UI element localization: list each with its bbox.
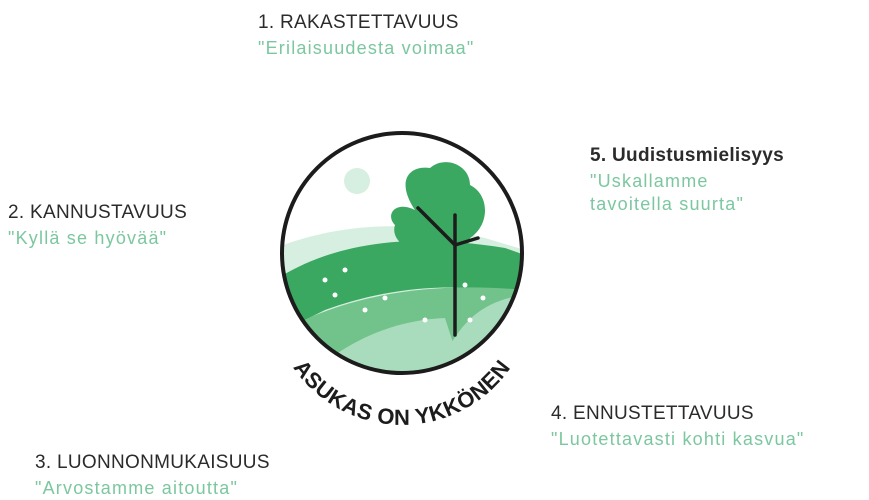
value-item-5: 5. Uudistusmielisyys "Uskallamme tavoite… [590, 145, 784, 216]
asukas-logo: ASUKAS ON YKKÖNEN [280, 131, 524, 430]
sparkles [322, 267, 486, 323]
hill-dark [282, 240, 522, 335]
value-item-2: 2. KANNUSTAVUUS "Kyllä se hyövää" [8, 202, 187, 250]
value-item-1: 1. RAKASTETTAVUUS "Erilaisuudesta voimaa… [258, 12, 474, 60]
value-slogan: "Luotettavasti kohti kasvua" [551, 429, 805, 449]
value-slogan: "Kyllä se hyövää" [8, 228, 168, 248]
logo-landscape [282, 133, 522, 373]
value-title: 4. ENNUSTETTAVUUS [551, 403, 754, 424]
logo-ring [280, 131, 524, 375]
value-title: 1. RAKASTETTAVUUS [258, 12, 459, 33]
value-title: 5. Uudistusmielisyys [590, 145, 784, 166]
value-item-4: 4. ENNUSTETTAVUUS "Luotettavasti kohti k… [551, 403, 805, 451]
tree-trunk [416, 206, 480, 337]
sun-icon [344, 168, 370, 194]
tree-crown [391, 162, 485, 256]
value-title: 2. KANNUSTAVUUS [8, 202, 188, 223]
value-slogan: "Arvostamme aitoutta" [35, 478, 239, 498]
value-slogan: "Erilaisuudesta voimaa" [258, 38, 475, 58]
value-item-3: 3. LUONNONMUKAISUUS "Arvostamme aitoutta… [35, 452, 270, 500]
value-title: 3. LUONNONMUKAISUUS [35, 452, 270, 473]
value-slogan: "Uskallamme tavoitella suurta" [590, 171, 745, 214]
